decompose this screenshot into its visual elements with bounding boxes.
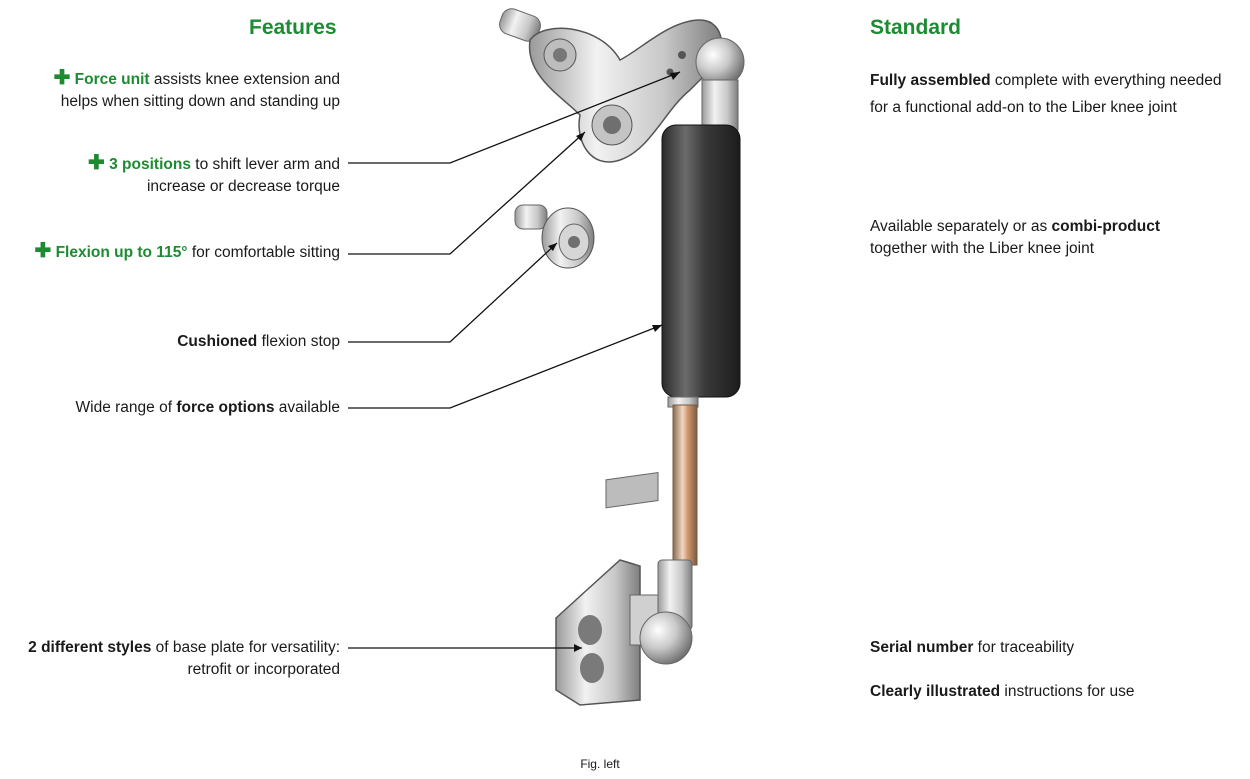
flexion-stop xyxy=(514,204,595,269)
plus-icon: ✚ xyxy=(34,240,52,262)
feature-force-options: Wide range of force options available xyxy=(75,399,340,416)
lever-bracket xyxy=(499,8,722,163)
standard-serial-number: Serial number for traceability xyxy=(870,639,1075,656)
base-plate xyxy=(555,471,659,706)
top-ball-joint xyxy=(695,37,745,87)
figure-caption: Fig. left xyxy=(580,757,620,771)
feature-base-plate: 2 different styles of base plate for ver… xyxy=(28,639,340,678)
feature-force-unit: ✚ Force unit assists knee extension and … xyxy=(53,67,340,110)
gas-cylinder xyxy=(661,124,741,398)
standard-heading: Standard xyxy=(870,16,962,39)
feature-3-positions: ✚ 3 positions to shift lever arm and inc… xyxy=(88,152,340,195)
feature-cushioned-stop: Cushioned flexion stop xyxy=(177,333,340,350)
piston-rod xyxy=(672,404,698,566)
standard-instructions: Clearly illustrated instructions for use xyxy=(870,683,1135,700)
plus-icon: ✚ xyxy=(88,152,105,174)
callout-arrowheads xyxy=(548,72,680,652)
callout-lines xyxy=(348,71,681,649)
plus-icon: ✚ xyxy=(53,67,71,89)
standard-combi-product: Available separately or as combi-product… xyxy=(870,218,1161,257)
standard-fully-assembled: Fully assembled complete with everything… xyxy=(870,72,1222,116)
features-heading: Features xyxy=(249,16,337,39)
bottom-ball-joint xyxy=(639,611,693,665)
feature-flexion: ✚ Flexion up to 115° for comfortable sit… xyxy=(34,240,340,262)
